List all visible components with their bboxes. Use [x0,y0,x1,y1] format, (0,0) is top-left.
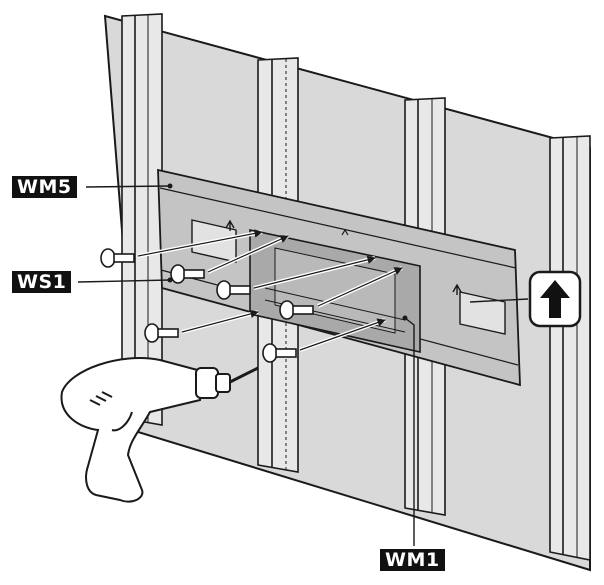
wall-stud-1 [121,13,163,426]
screw-4 [279,300,314,320]
screw-3 [216,280,251,300]
wm5-leader [85,185,171,188]
screw-5 [144,323,179,343]
wm5-leader-dot [167,183,173,189]
electric-drill [60,357,259,503]
ws1-leader-dot [167,277,173,283]
wm1-leader [404,317,415,546]
label-wm5: WM5 [12,176,77,198]
ws1-leader [77,279,171,283]
wm1-leader-dot [402,315,408,321]
insertion-arrows-outline [137,229,403,351]
up-arrow-icon [528,270,582,328]
screw-1 [100,248,135,268]
wall-stud-4 [549,135,591,561]
screw-2 [170,264,205,284]
label-wm1: WM1 [380,549,445,571]
label-ws1: WS1 [12,271,72,293]
up-arrow-leader [469,298,529,303]
screw-6 [262,343,297,363]
